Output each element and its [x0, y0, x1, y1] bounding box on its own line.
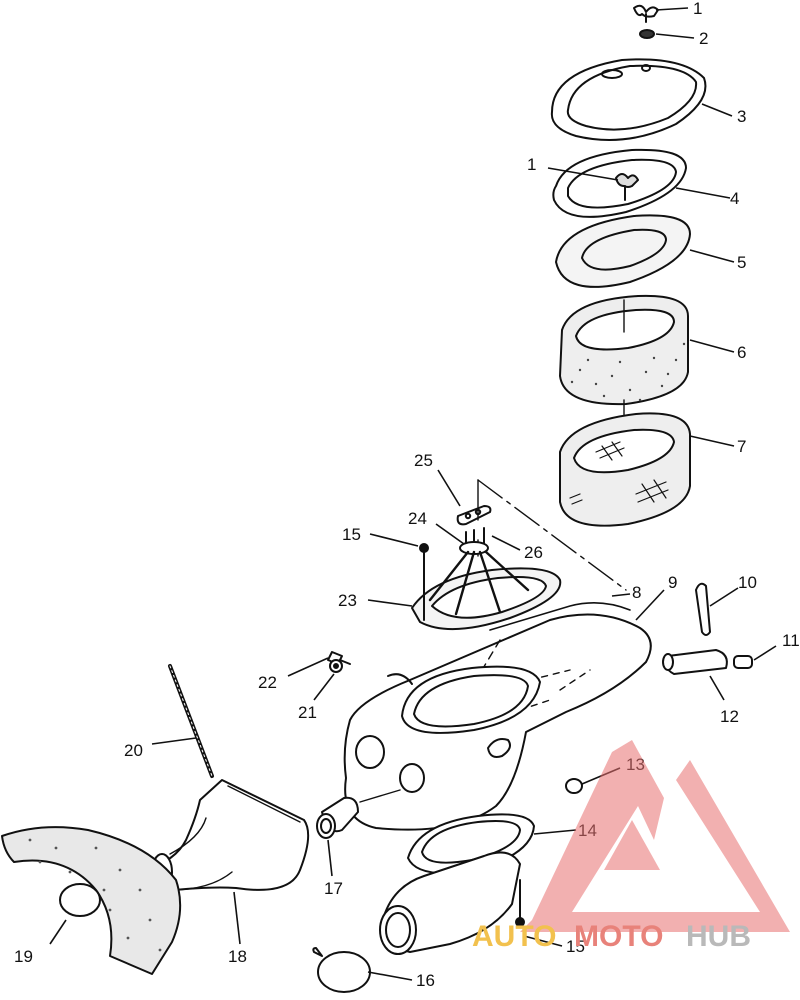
part-3-airbox-cover	[550, 58, 707, 141]
part-25-plate	[456, 505, 492, 526]
part-8-airbox-seal	[401, 665, 541, 734]
part-7-paper-filter	[559, 412, 691, 527]
watermark-logo	[520, 740, 790, 932]
callout-11: 11	[782, 631, 800, 650]
callout-22: 22	[258, 673, 277, 692]
part-6-foam-filter	[559, 294, 689, 406]
part-5-filter-plate	[555, 214, 691, 288]
callout-4: 4	[730, 189, 739, 208]
wordmark-moto: MOTO	[574, 920, 663, 953]
part-13-grommet	[565, 778, 583, 794]
part-17-connector	[316, 796, 359, 839]
part-4-gasket	[552, 148, 687, 218]
part-11-plug	[733, 655, 753, 669]
callout-16: 16	[416, 971, 435, 990]
part-20-long-stud	[168, 664, 214, 778]
triangle-logo-icon	[520, 740, 790, 932]
callout-1: 1	[527, 155, 536, 174]
callout-26: 26	[524, 543, 543, 562]
callout-24: 24	[408, 509, 427, 528]
callout-15: 15	[566, 937, 585, 956]
callout-1: 1	[693, 0, 702, 18]
callout-7: 7	[737, 437, 746, 456]
watermark-wordmark: AUTO MOTO HUB	[472, 920, 751, 953]
part-21-washer	[329, 659, 343, 673]
callout-17: 17	[324, 879, 343, 898]
wordmark-auto: AUTO	[472, 920, 556, 953]
part-1-wing-nut-top	[633, 4, 659, 23]
callout-12: 12	[720, 707, 739, 726]
callout-9: 9	[668, 573, 677, 592]
callout-15: 15	[342, 525, 361, 544]
callout-10: 10	[738, 573, 757, 592]
callout-labels: 1 2 3 1 4 5 6 7 8 9 10 11 12 13 14 15 15…	[14, 0, 800, 990]
callout-3: 3	[737, 107, 746, 126]
callout-21: 21	[298, 703, 317, 722]
part-24-studs	[459, 527, 489, 555]
part-12-hose	[662, 649, 728, 675]
callout-19: 19	[14, 947, 33, 966]
part-15-screw-upper	[419, 543, 429, 621]
part-1-wing-nut-lower	[615, 173, 639, 201]
part-2-washer	[639, 29, 655, 39]
callout-8: 8	[632, 583, 641, 602]
part-15-screw-lower	[515, 879, 525, 927]
part-16-clamp	[312, 947, 371, 993]
callout-25: 25	[414, 451, 433, 470]
part-10-pin	[695, 582, 711, 636]
callout-5: 5	[737, 253, 746, 272]
part-19-deflector	[1, 826, 182, 975]
part-23-filter-cage	[411, 550, 562, 631]
part-14-intake-duct	[379, 813, 535, 955]
callout-6: 6	[737, 343, 746, 362]
callout-20: 20	[124, 741, 143, 760]
callout-18: 18	[228, 947, 247, 966]
callout-23: 23	[338, 591, 357, 610]
wordmark-hub: HUB	[686, 920, 751, 953]
callout-2: 2	[699, 29, 708, 48]
